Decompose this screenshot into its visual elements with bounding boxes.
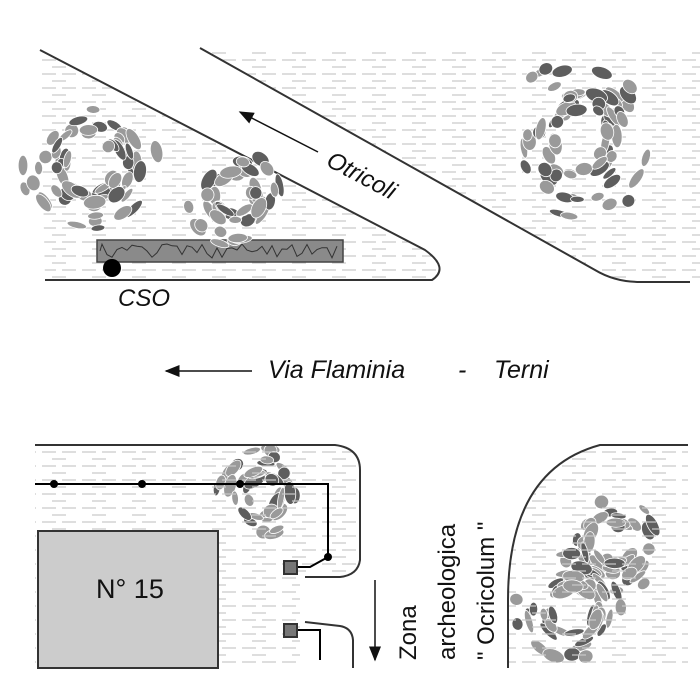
leaf — [183, 199, 195, 214]
diagonal-road-edge — [199, 47, 690, 283]
leaf — [562, 93, 576, 103]
sewer-node — [138, 480, 146, 488]
leaf — [209, 209, 227, 226]
leaf — [592, 105, 605, 117]
sewer-node — [324, 553, 332, 561]
ocricolum-label: " Ocricolum " — [473, 522, 500, 660]
tree-canopy — [183, 151, 285, 249]
cso-point-icon — [103, 259, 121, 277]
leaf — [51, 136, 64, 154]
leaf — [124, 142, 134, 160]
archeologica-label: archeologica — [434, 523, 461, 660]
lower-left-curb — [35, 444, 361, 578]
leaf — [259, 160, 275, 177]
leaf — [525, 70, 539, 84]
triangle-edge — [39, 49, 441, 281]
leaf — [228, 215, 243, 224]
leaf — [200, 187, 215, 203]
archaeological-zone-area — [508, 445, 688, 668]
leaf — [591, 155, 608, 170]
leaf — [107, 186, 126, 204]
via-flaminia-label: Via Flaminia — [268, 356, 405, 384]
leaf — [602, 167, 617, 180]
leaf — [35, 193, 52, 213]
manhole-square-marker-icon — [283, 560, 298, 575]
manhole-square-marker-icon — [283, 623, 298, 638]
leaf — [149, 140, 164, 164]
leaf — [534, 117, 547, 141]
leaf — [605, 150, 618, 163]
leaf — [590, 191, 605, 202]
sewer-node — [236, 480, 244, 488]
leaf — [213, 225, 228, 238]
sewer-branch — [297, 629, 321, 660]
lower-curb-stub — [304, 621, 354, 668]
leaf — [537, 161, 553, 178]
leaf — [250, 197, 268, 219]
hedge-texture — [99, 242, 338, 259]
leaf — [227, 232, 248, 244]
leaf — [113, 205, 133, 221]
leaf — [622, 78, 638, 95]
leaf — [249, 186, 263, 200]
leaf — [235, 156, 250, 168]
leaf — [550, 115, 565, 129]
leaf — [560, 211, 579, 221]
leaf — [601, 197, 618, 211]
leaf — [90, 224, 106, 232]
leaf — [68, 115, 89, 127]
building-n15 — [37, 530, 219, 669]
leaf — [269, 181, 279, 198]
terni-label: Terni — [494, 356, 550, 384]
otricoli-arrow-icon — [238, 111, 319, 153]
leaf — [87, 211, 104, 220]
archaeological-zone-edge — [507, 444, 688, 668]
leaf — [83, 194, 107, 210]
leaf — [565, 103, 588, 117]
leaf — [26, 174, 41, 192]
sewer-node — [50, 480, 58, 488]
leaf — [62, 150, 73, 169]
leaf — [216, 203, 235, 217]
leaf — [599, 122, 615, 141]
leaf — [547, 81, 562, 92]
leaf — [570, 195, 585, 203]
building-label: N° 15 — [96, 574, 164, 604]
leaf — [38, 149, 53, 165]
leaf — [17, 154, 29, 177]
leaf — [621, 194, 636, 208]
tree-canopy — [17, 105, 164, 232]
zona-label: Zona — [395, 605, 422, 660]
leaf — [70, 184, 90, 198]
leaf — [538, 179, 555, 195]
tree-canopies — [17, 62, 661, 664]
leaf — [50, 161, 63, 175]
cso-label: CSO — [118, 285, 170, 312]
leaf — [519, 159, 532, 175]
hedge-scribble — [99, 242, 338, 259]
leaf — [210, 238, 230, 249]
leaf — [538, 62, 554, 76]
leaf — [133, 160, 147, 183]
leaf — [591, 65, 613, 80]
leaf — [616, 111, 629, 128]
leaf — [628, 168, 645, 189]
leaf — [50, 184, 63, 198]
leaf — [125, 128, 142, 151]
leaf — [219, 165, 243, 179]
tree-canopy — [519, 62, 651, 221]
leaf — [101, 139, 116, 154]
leaf — [640, 148, 651, 167]
leaf — [108, 172, 123, 189]
leaf — [78, 124, 99, 136]
leaf — [548, 133, 562, 149]
leaf — [34, 161, 44, 176]
leaf — [66, 220, 87, 230]
leaf — [194, 218, 209, 233]
leaf — [522, 128, 533, 142]
leaf — [551, 64, 573, 78]
leaf — [85, 105, 101, 114]
road-dash: - — [458, 356, 466, 384]
